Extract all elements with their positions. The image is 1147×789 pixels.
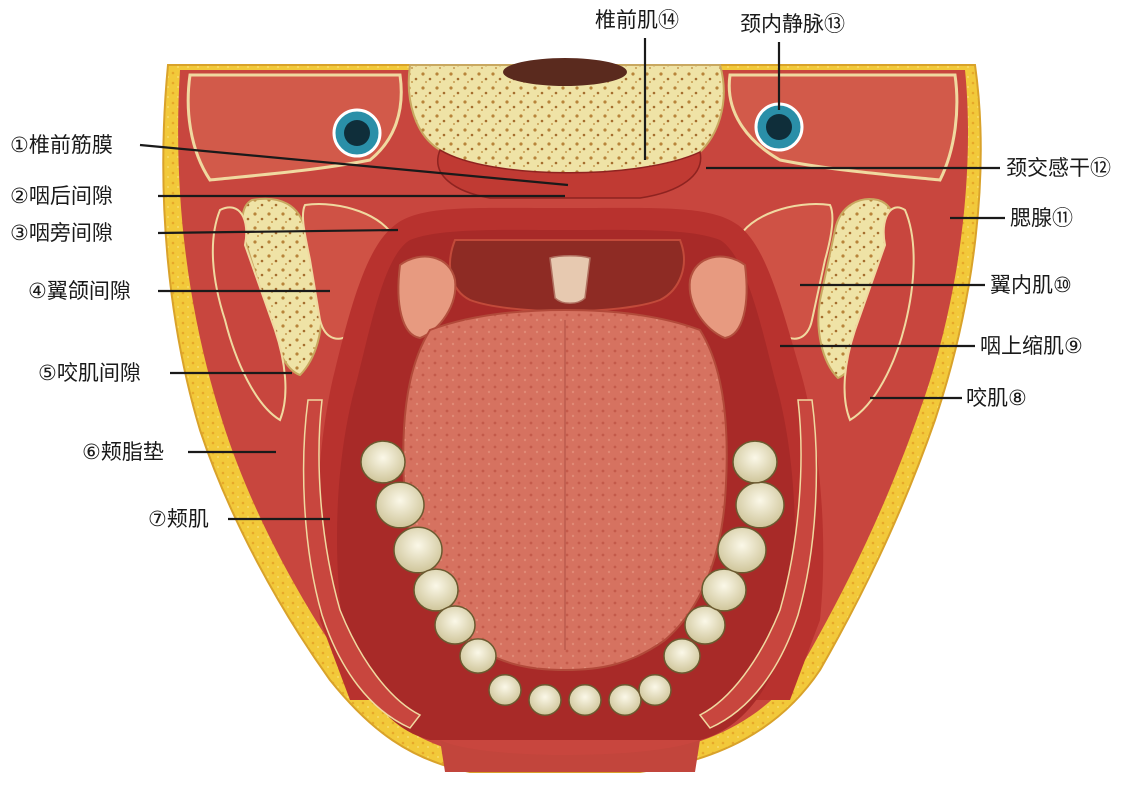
- label-retropharyngeal-space: ②咽后间隙: [10, 184, 113, 208]
- label-masseteric-space: ⑤咬肌间隙: [38, 361, 141, 385]
- tooth: [736, 482, 784, 528]
- tooth: [664, 639, 700, 673]
- label-parapharyngeal-space: ③咽旁间隙: [10, 221, 113, 245]
- tooth: [435, 606, 475, 644]
- tooth: [609, 685, 641, 715]
- tooth: [414, 569, 458, 611]
- tooth: [702, 569, 746, 611]
- tooth: [376, 482, 424, 528]
- label-pterygomandibular-space: ④翼颌间隙: [28, 279, 131, 303]
- label-internal-jugular-vein: 颈内静脉⑬: [740, 12, 845, 36]
- label-medial-pterygoid: 翼内肌⑩: [990, 273, 1072, 297]
- label-superior-constrictor: 咽上缩肌⑨: [980, 334, 1083, 358]
- label-parotid-gland: 腮腺⑪: [1010, 206, 1073, 230]
- tooth: [394, 527, 442, 573]
- spinal-canal: [503, 58, 627, 86]
- tooth: [460, 639, 496, 673]
- uvula: [550, 256, 590, 304]
- label-prevertebral-fascia: ①椎前筋膜: [10, 133, 113, 157]
- label-buccinator: ⑦颊肌: [148, 507, 209, 531]
- label-masseter: 咬肌⑧: [966, 386, 1027, 410]
- label-prevertebral-muscle: 椎前肌⑭: [595, 8, 679, 32]
- tooth: [489, 675, 521, 705]
- tooth: [569, 685, 601, 715]
- label-buccal-fat-pad: ⑥颊脂垫: [82, 440, 164, 464]
- tooth: [639, 675, 671, 705]
- label-cervical-sympathetic-trunk: 颈交感干⑫: [1006, 156, 1111, 180]
- tooth: [685, 606, 725, 644]
- tooth: [718, 527, 766, 573]
- tooth: [733, 441, 777, 483]
- tooth: [529, 685, 561, 715]
- tooth: [361, 441, 405, 483]
